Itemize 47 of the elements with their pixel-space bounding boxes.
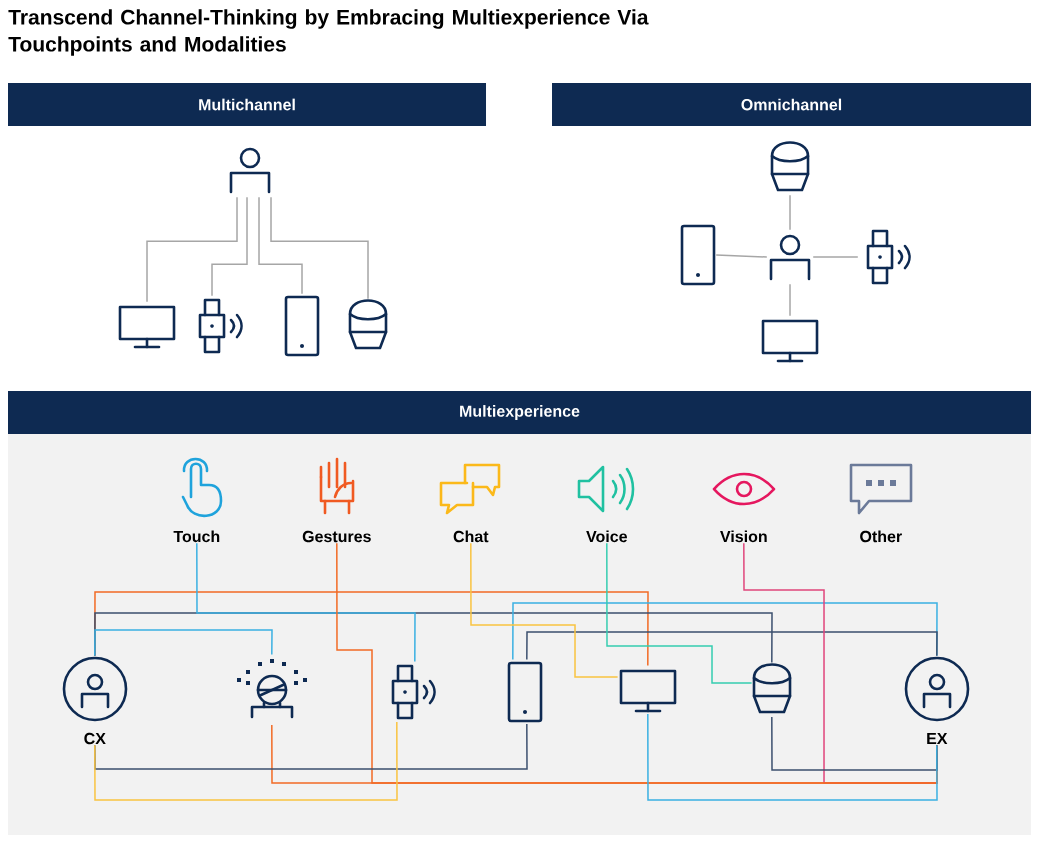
connector-line (271, 724, 938, 784)
connector-line (512, 602, 938, 661)
connector-line (771, 716, 938, 771)
smart-speaker-icon (348, 299, 388, 350)
icon-label: Touch (173, 530, 220, 543)
connector-line (211, 196, 248, 297)
connector-line (715, 254, 768, 258)
person-icon (769, 234, 811, 281)
phone-icon (284, 295, 320, 357)
smart-speaker-icon (770, 141, 810, 192)
section-header: Multichannel (8, 83, 486, 126)
icon-label: Vision (720, 530, 767, 543)
monitor-icon (118, 305, 176, 349)
connector-line (789, 194, 791, 231)
icon-label: Gestures (302, 530, 371, 543)
icon-label: Voice (586, 530, 627, 543)
connector-line (647, 713, 938, 801)
smartwatch-icon (866, 229, 911, 285)
connector-line (270, 196, 369, 300)
connector-line (812, 256, 859, 258)
monitor-icon (761, 319, 819, 363)
title: Transcend Channel-Thinking by Embracing Multiexperience Via Touchpoints and Modalities (8, 9, 649, 56)
robot-icon (237, 659, 307, 719)
connector-line (526, 631, 938, 661)
connector-line (94, 591, 649, 667)
connector-line (606, 542, 753, 684)
icon-label: EX (927, 733, 948, 744)
icon-label: CX (84, 732, 106, 745)
section-header: Omnichannel (552, 83, 1031, 126)
smartwatch-icon (198, 298, 243, 354)
phone-icon (680, 224, 716, 286)
connector-line (196, 542, 416, 663)
connector-line (94, 721, 398, 801)
connector-line (94, 629, 273, 657)
node-label: Multiexperience (460, 405, 580, 420)
connector-line (94, 723, 528, 770)
smartwatch-icon (391, 664, 436, 720)
icon-label: Other (860, 530, 902, 543)
connector-line (789, 283, 791, 317)
smart-speaker-icon (752, 663, 792, 714)
monitor-icon (619, 669, 677, 713)
connector-line (470, 542, 619, 678)
person-icon (229, 147, 271, 194)
connector-line (258, 196, 303, 295)
connector-line (146, 196, 238, 303)
phone-icon (507, 661, 543, 723)
icon-label: Chat (453, 530, 489, 543)
